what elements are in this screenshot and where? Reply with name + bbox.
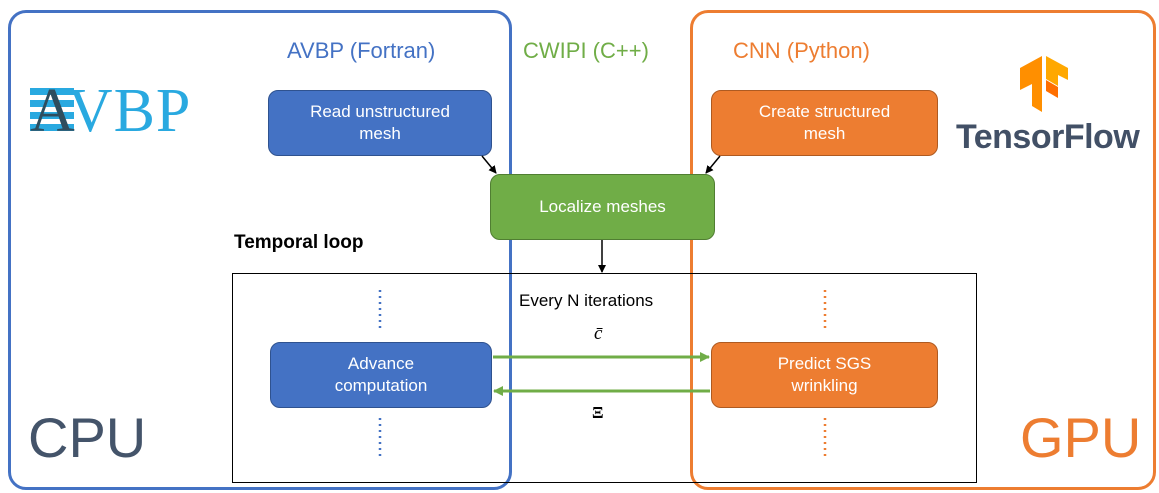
temporal-loop-title: Temporal loop [234, 232, 364, 253]
cpu-frame [8, 10, 512, 490]
create-to-localize-arrow [705, 155, 721, 174]
localize-meshes-box: Localize meshes [490, 174, 715, 240]
every-n-iterations-label: Every N iterations [519, 291, 654, 310]
read-to-localize-arrow [481, 155, 497, 174]
create-mesh-box: Create structured mesh [711, 90, 938, 156]
avbp-logo-letters-vbp: VBP [67, 77, 192, 145]
read-mesh-box: Read unstructured mesh [268, 90, 492, 156]
advance-computation-box: Advance computation [270, 342, 492, 408]
gpu-frame [690, 10, 1156, 490]
gpu-label: GPU [1020, 406, 1142, 469]
temporal-loop-box [232, 273, 977, 483]
tensorflow-icon [1020, 56, 1068, 112]
avbp-logo-letter-a: A [30, 77, 68, 145]
avbp-header: AVBP (Fortran) [287, 38, 436, 63]
cpu-label: CPU [28, 406, 147, 469]
avbp-logo-text: AVBP [30, 76, 191, 146]
cwipi-header: CWIPI (C++) [523, 38, 649, 63]
tensorflow-logo-text: TensorFlow [956, 118, 1140, 156]
cnn-header: CNN (Python) [733, 38, 870, 63]
xi-symbol: Ξ [592, 403, 604, 422]
avbp-logo: AVBP [28, 77, 238, 150]
predict-sgs-wrinkling-box: Predict SGS wrinkling [711, 342, 938, 408]
tensorflow-logo: TensorFlow [950, 56, 1150, 166]
c-bar-symbol: c̄ [594, 323, 603, 344]
